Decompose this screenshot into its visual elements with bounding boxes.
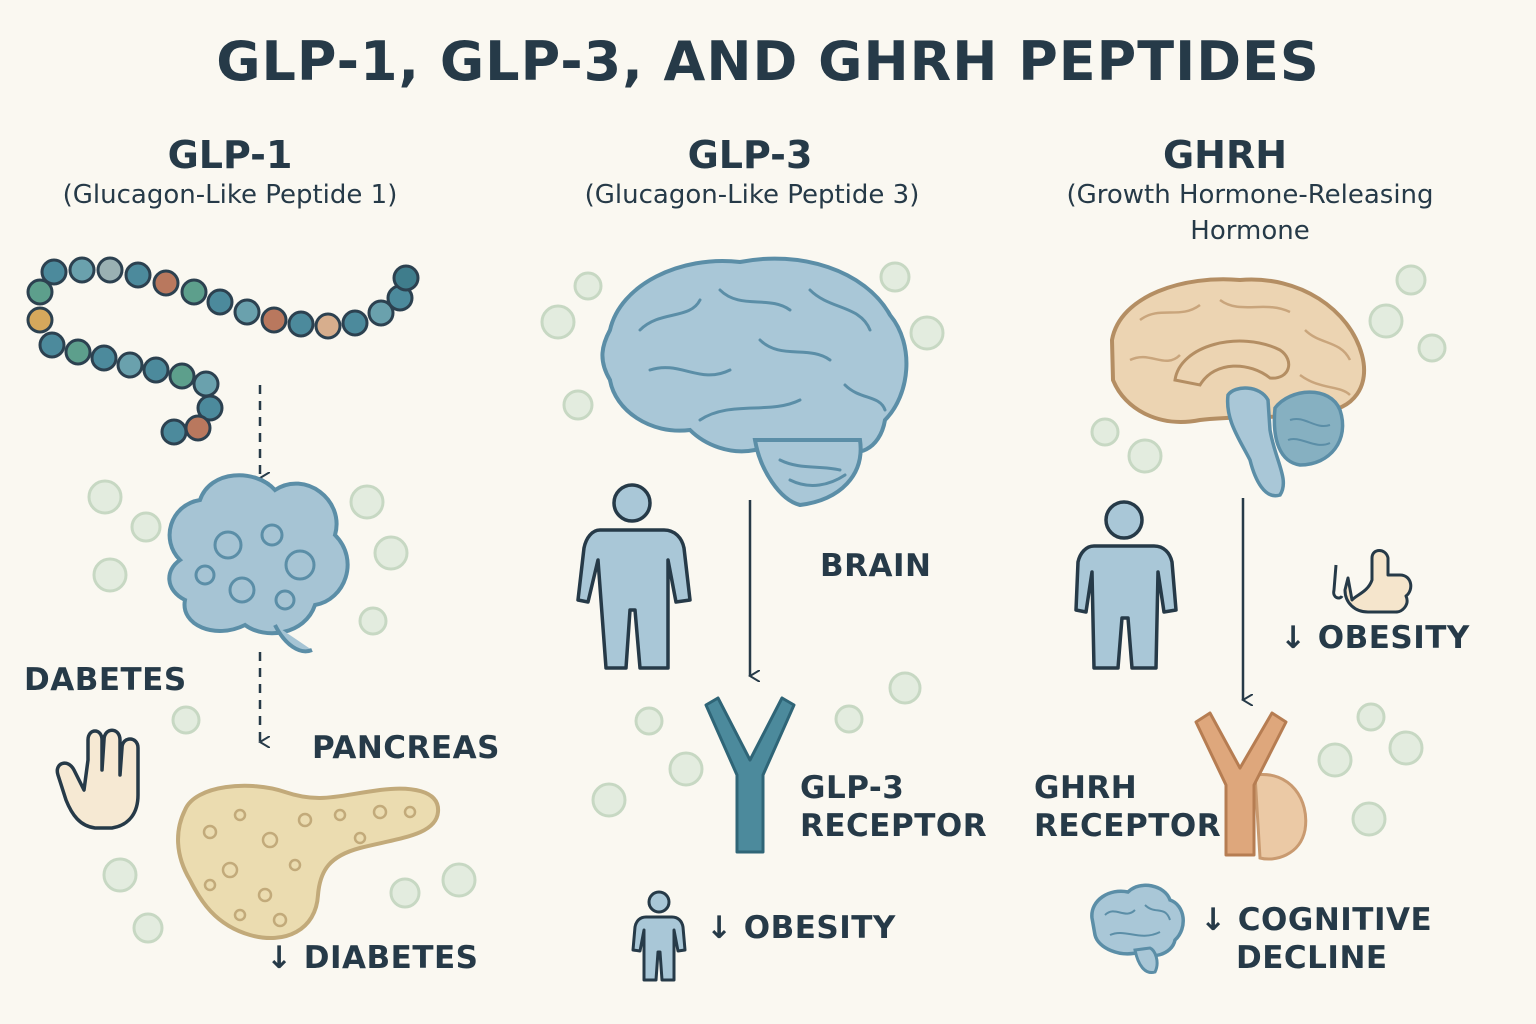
glp3-full-name: (Glucagon-Like Peptide 3) [584,180,920,210]
peptide-bead [64,338,92,366]
peptide-bead [192,370,220,398]
brain-section-icon [1109,277,1367,498]
peptide-bead [287,310,315,338]
brain-icon-glp3 [600,256,909,508]
person-icon-small [631,890,687,982]
glp3-receptor-line2: RECEPTOR [800,808,988,844]
peptide-bead [184,414,212,442]
peptide-bead [180,278,208,306]
pancreas-icon [176,783,441,941]
background-bubbles [87,261,1447,944]
person-icon-glp3 [576,483,692,670]
ghrh-full-name-line1: (Growth Hormone-Releasing [1066,180,1434,210]
ghrh-outcome-line2: DECLINE [1236,940,1388,976]
peptide-bead [260,306,288,334]
glp1-title: GLP-1 [167,133,293,177]
peptide-bead [40,258,68,286]
ghrh-full-name-line2: Hormone [1190,216,1310,246]
peptide-beads [26,256,420,446]
peptide-bead [124,261,152,289]
glp3-receptor-line1: GLP-3 [800,770,905,806]
page-title: GLP-1, GLP-3, AND GHRH PEPTIDES [216,30,1320,93]
peptide-bead [116,351,144,379]
glp1-full-name: (Glucagon-Like Peptide 1) [62,180,398,210]
person-icon-ghrh [1074,500,1178,670]
peptide-bead [96,256,124,284]
receptor-icon-ghrh [1194,711,1308,861]
glp3-brain-label: BRAIN [820,548,932,584]
glp1-pancreas-label: PANCREAS [312,730,500,766]
ghrh-receptor-line1: GHRH [1034,770,1138,806]
hand-icon [55,728,140,830]
peptide-bead [142,356,170,384]
receptor-icon-glp3 [704,696,796,854]
peptide-bead [152,269,180,297]
peptide-bead [168,362,196,390]
ghrh-receptor-line2: RECEPTOR [1034,808,1222,844]
peptide-bead [233,298,261,326]
glp1-dabetes-label: DABETES [24,662,187,698]
glp3-outcome-label: ↓ OBESITY [706,910,896,946]
peptide-bead [38,331,66,359]
peptide-bead [314,312,342,340]
ghrh-title: GHRH [1162,133,1288,177]
peptide-bead [367,299,395,327]
peptide-bead [90,344,118,372]
glp1-outcome-label: ↓ DIABETES [266,940,479,976]
peptide-bead [392,264,420,292]
peptide-bead [341,309,369,337]
brain-icon-small [1090,883,1185,975]
peptide-bead [206,288,234,316]
peptide-chain-icon [26,256,420,446]
peptide-bead [160,418,188,446]
ghrh-outcome-line1: ↓ COGNITIVE [1200,902,1433,938]
peptide-bead [26,278,54,306]
thumbs-up-icon [1332,549,1413,614]
ghrh-obesity-label: ↓ OBESITY [1280,620,1470,656]
peptide-bead [68,256,96,284]
brain-icon [167,473,350,654]
peptide-bead [196,394,224,422]
glp3-title: GLP-3 [687,133,813,177]
peptide-bead [26,306,54,334]
